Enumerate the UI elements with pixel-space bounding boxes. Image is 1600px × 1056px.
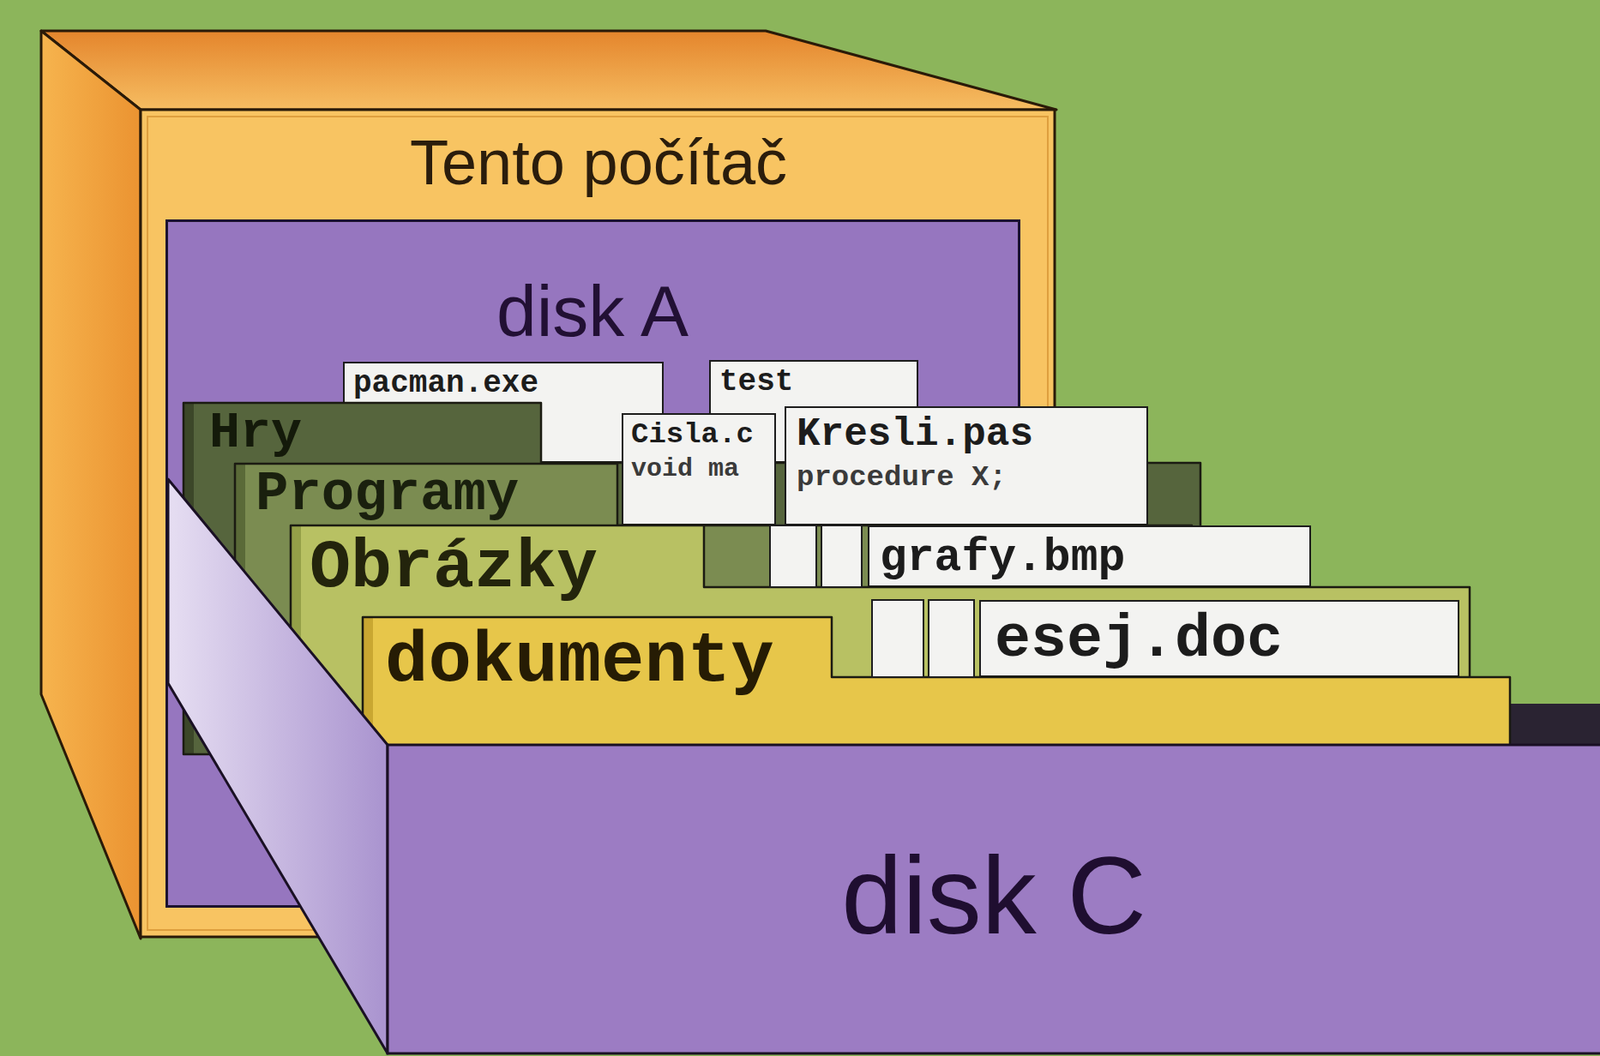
blank-card — [821, 525, 862, 588]
drawer-side — [168, 479, 388, 1054]
file-card: Kresli.pas procedure X; — [784, 406, 1149, 526]
disk-drawer: pacman.exetestHryCisla.cvoid maKresli.pa… — [168, 479, 1600, 1056]
folder-label: Programy — [255, 467, 519, 523]
blank-card — [769, 525, 817, 588]
drawer-interior — [1505, 703, 1600, 749]
file-card: grafy.bmp — [867, 525, 1312, 588]
folder-label: dokumenty — [384, 625, 775, 698]
file-content: void ma — [631, 456, 740, 482]
file-name: esej.doc — [994, 610, 1283, 671]
disk-label: disk C — [841, 841, 1147, 951]
computer-box: disk A pacman.exe testHry Cisla.c void ma Kre… — [36, 30, 1057, 939]
drawer-shape — [168, 479, 1600, 1056]
file-card: Cisla.c void ma — [621, 413, 776, 526]
box-top-face — [41, 30, 1057, 110]
file-name: Cisla.c — [631, 420, 754, 450]
file-content: procedure X; — [796, 463, 1007, 493]
blank-card — [928, 600, 975, 678]
drawer-front — [387, 745, 1600, 1054]
file-name: Kresli.pas — [796, 415, 1034, 455]
box-side-face — [41, 30, 141, 939]
blank-card — [872, 600, 924, 678]
file-name: test — [719, 366, 794, 398]
folder-tab: esej.docdokumenty — [362, 617, 1510, 755]
box-label: Tento počítač — [409, 131, 788, 195]
disk-label: disk A — [496, 275, 689, 348]
folder-label: Obrázky — [309, 534, 598, 603]
file-name: pacman.exe — [353, 368, 539, 400]
file-card: esej.doc — [979, 600, 1460, 678]
folder-label: Hry — [209, 407, 302, 459]
file-name: grafy.bmp — [879, 535, 1125, 582]
